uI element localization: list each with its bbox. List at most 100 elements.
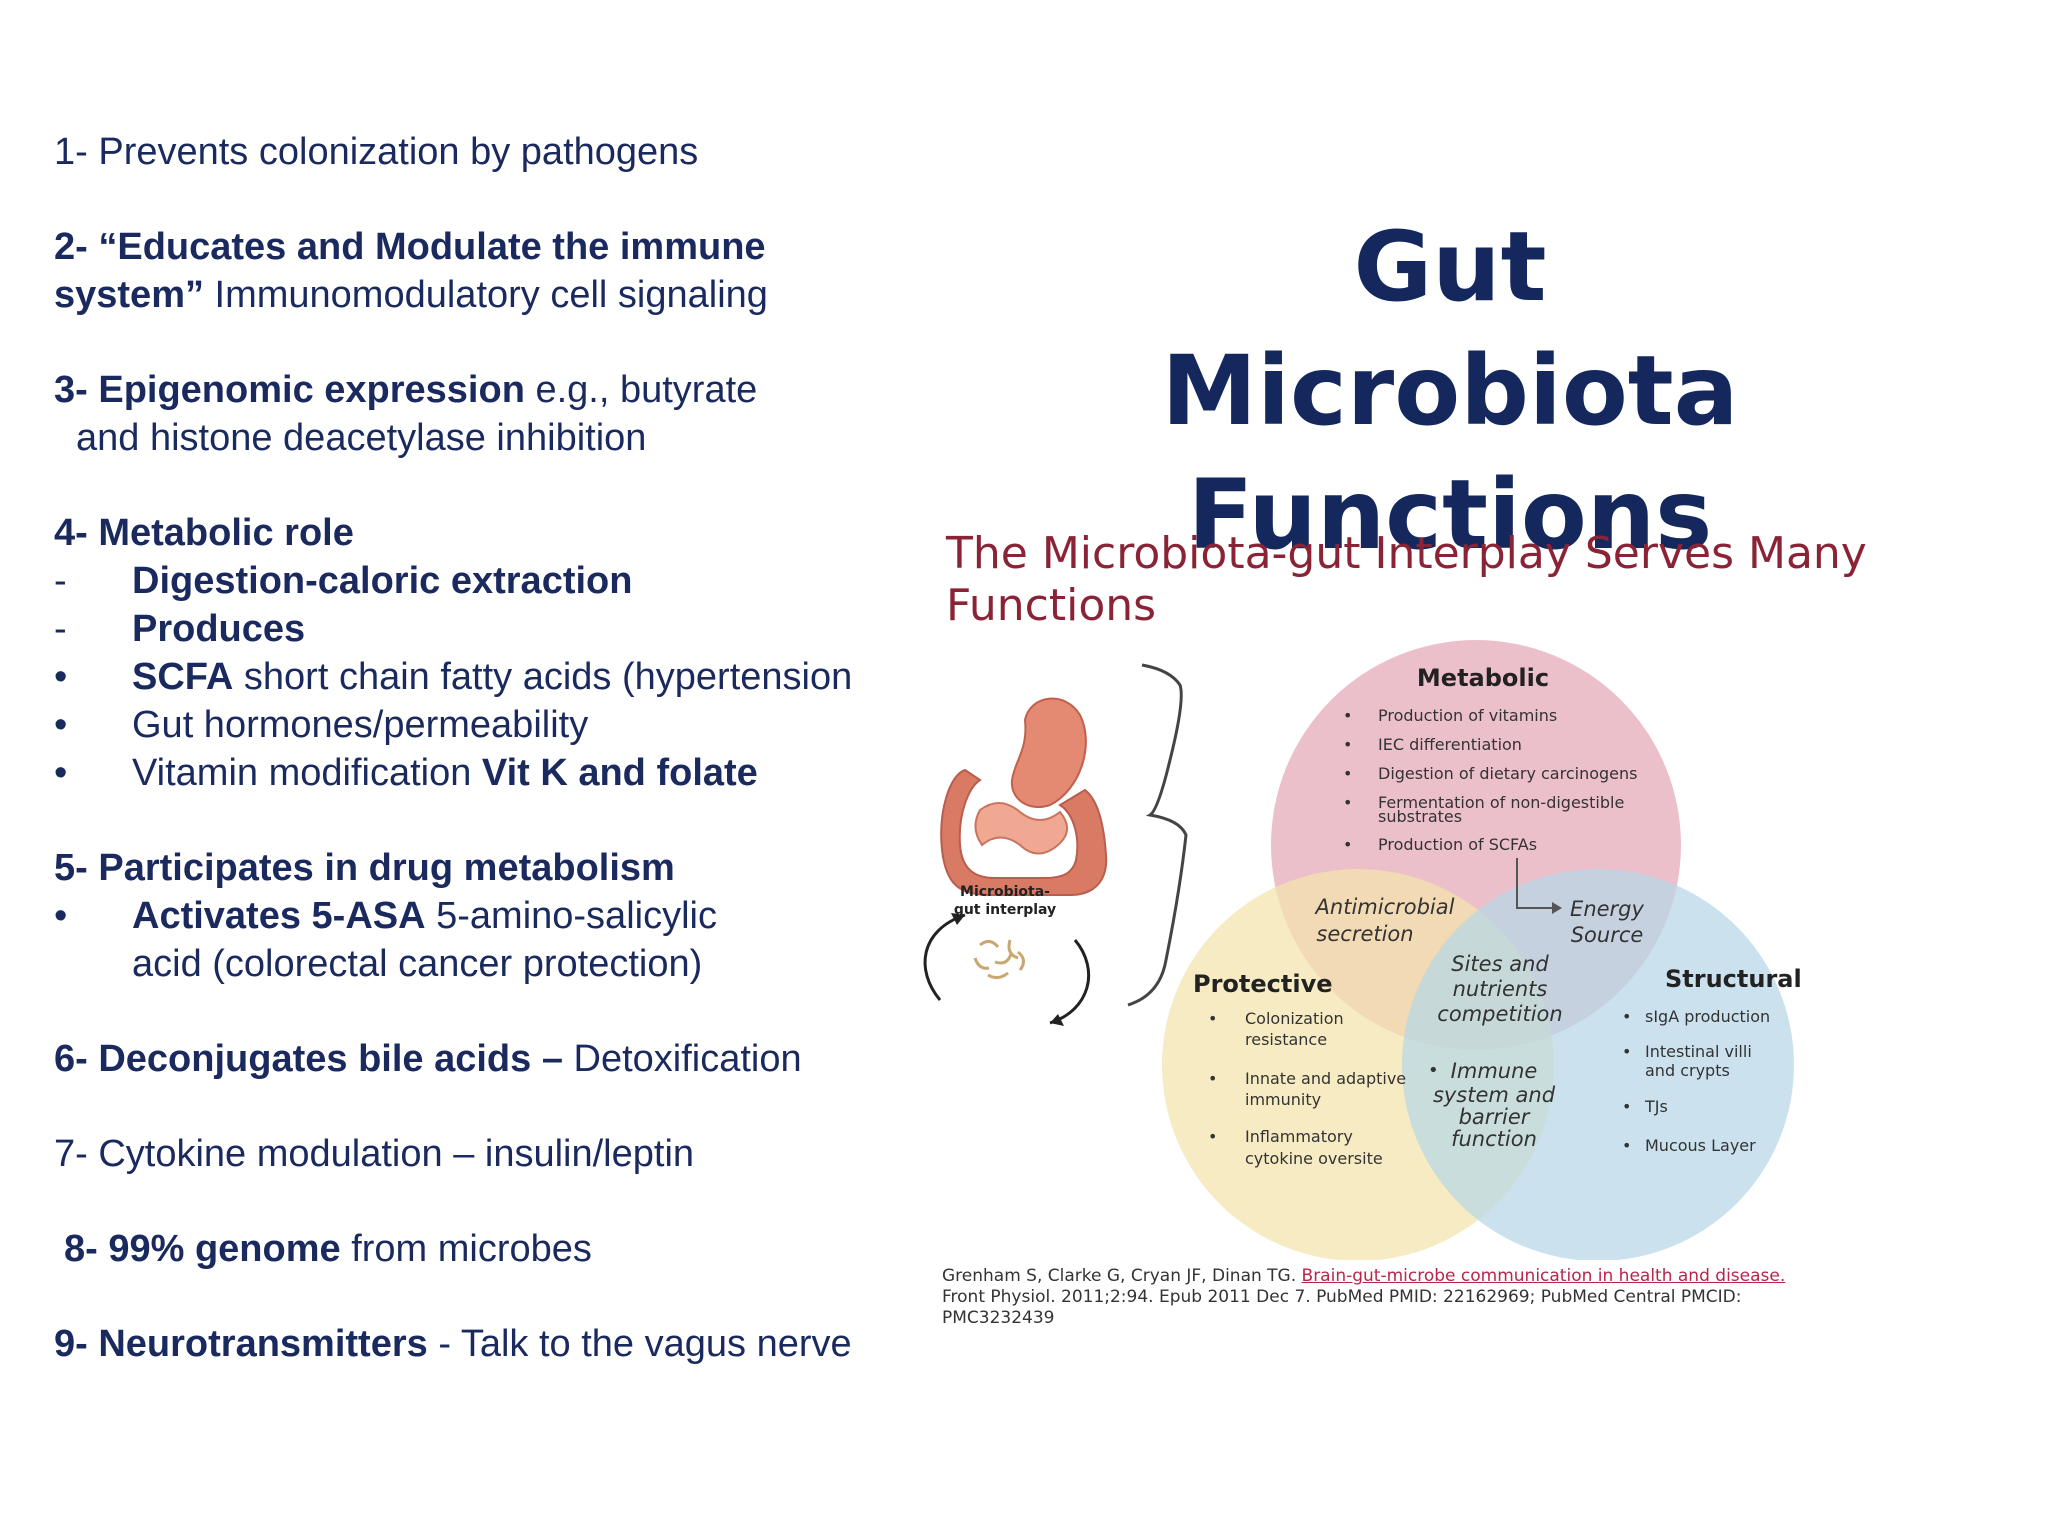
sub-item: -Produces — [54, 605, 914, 653]
list-item-5-head: 5- Participates in drug metabolism — [54, 847, 675, 889]
structural-item: Intestinal villi — [1645, 1042, 1752, 1061]
sub-item-cont: acid (colorectal cancer protection) — [132, 943, 703, 985]
immune-label: Immune — [1451, 1059, 1538, 1083]
sub-item: • SCFA short chain fatty acids (hypertens… — [54, 653, 914, 701]
gut-label-line2: gut interplay — [954, 902, 1056, 918]
list-item-1: 1- Prevents colonization by pathogens — [54, 131, 699, 173]
bullet: • — [1622, 1136, 1631, 1155]
citation: Grenham S, Clarke G, Cryan JF, Dinan TG.… — [942, 1266, 1942, 1329]
bullet: • — [1428, 1060, 1439, 1081]
list-item-2-head-cont: system” — [54, 274, 204, 316]
bullet-marker: • — [54, 895, 68, 937]
microbes-illustration — [973, 939, 1025, 980]
list-item-2-detail: Immunomodulatory cell signaling — [203, 274, 768, 316]
bullet: • — [1343, 764, 1352, 783]
bullet-marker: • — [54, 752, 68, 794]
sub-item-text: 5-amino-salicylic — [425, 895, 717, 937]
immune-label: barrier — [1459, 1105, 1531, 1129]
sub-item-bold: SCFA — [132, 656, 234, 698]
citation-journal: Front Physiol. 2011;2:94. Epub 2011 Dec … — [942, 1287, 1742, 1307]
grouping-bracket — [1127, 663, 1188, 1007]
metabolic-item: Production of vitamins — [1378, 706, 1557, 725]
bullet-marker: • — [54, 656, 68, 698]
sub-item-text: short chain fatty acids (hypertension — [233, 656, 853, 698]
antimicrobial-label: secretion — [1316, 922, 1413, 946]
bullet-marker: • — [54, 704, 68, 746]
protective-heading: Protective — [1193, 970, 1333, 998]
colon-shape — [940, 768, 1108, 896]
gut-label-line1: Microbiota- — [960, 884, 1050, 900]
structural-item: sIgA production — [1645, 1007, 1770, 1026]
citation-pmcid: PMC3232439 — [942, 1308, 1055, 1328]
dash-marker: - — [54, 560, 67, 602]
list-item-3-detail: e.g., butyrate — [524, 369, 758, 411]
energy-label: Energy — [1570, 897, 1644, 921]
list-item-4-head: 4- Metabolic role — [54, 512, 354, 554]
list-item-8: 8- 99% genome from microbes — [54, 1225, 914, 1273]
list-item-2-head: 2- “Educates and Modulate the immune — [54, 226, 766, 268]
protective-item: Colonization — [1245, 1009, 1344, 1028]
antimicrobial-label: Antimicrobial — [1314, 895, 1455, 919]
sub-item-bold: Activates 5-ASA — [132, 895, 426, 937]
list-item-8-detail: from microbes — [340, 1228, 592, 1270]
bullet: • — [1343, 835, 1352, 854]
structural-circle — [1402, 869, 1794, 1260]
list-item-2: 2- “Educates and Modulate the immune sys… — [54, 223, 914, 319]
sub-item-text: Gut hormones/permeability — [132, 704, 589, 746]
interplay-arrow-left — [923, 913, 966, 1001]
arrowhead — [1552, 902, 1562, 914]
sub-item-text: Produces — [132, 608, 306, 650]
list-item-6-detail: Detoxification — [562, 1038, 802, 1080]
bullet: • — [1622, 1097, 1631, 1116]
list-item-9: 9- Neurotransmitters - Talk to the vagus… — [54, 1320, 914, 1368]
list-item-3-head: 3- Epigenomic expression — [54, 369, 525, 411]
sites-label: nutrients — [1453, 977, 1548, 1001]
list-item-8-head: 8- 99% genome — [64, 1228, 341, 1270]
metabolic-item: substrates — [1378, 807, 1462, 826]
bullet: • — [1622, 1042, 1631, 1061]
bullet: • — [1343, 793, 1352, 812]
sub-item-bold: Vit K and folate — [481, 752, 758, 794]
protective-item: Innate and adaptive — [1245, 1069, 1406, 1088]
protective-item: resistance — [1245, 1030, 1327, 1049]
sites-label: Sites and — [1451, 952, 1549, 976]
figure-title-line2: Functions — [946, 580, 1157, 631]
metabolic-heading: Metabolic — [1417, 664, 1549, 692]
sub-item-text: Vitamin modification — [132, 752, 482, 794]
list-item-9-head: 9- Neurotransmitters — [54, 1323, 428, 1365]
list-item-6-head: 6- Deconjugates bile acids – — [54, 1038, 563, 1080]
list-item-7: 7- Cytokine modulation – insulin/leptin — [54, 1133, 695, 1175]
energy-arrow — [1516, 858, 1552, 909]
structural-item: and crypts — [1645, 1061, 1730, 1080]
energy-label: Source — [1571, 923, 1644, 947]
small-intestine-shape — [974, 802, 1068, 855]
protective-item: Inflammatory — [1245, 1127, 1353, 1146]
structural-item: TJs — [1644, 1097, 1668, 1116]
list-item-9-detail: - Talk to the vagus nerve — [427, 1323, 852, 1365]
venn-diagram: Microbiota- gut interplay Metabolic • Pr… — [923, 640, 1802, 1260]
list-item-5: 5- Participates in drug metabolism • Acti… — [54, 844, 914, 988]
immune-label: system and — [1433, 1083, 1556, 1107]
protective-item: cytokine oversite — [1245, 1149, 1383, 1168]
sites-label: competition — [1437, 1002, 1562, 1026]
sub-item: • Activates 5-ASA 5-amino-salicylic — [54, 892, 914, 940]
slide-title-line2: Functions — [1187, 459, 1713, 571]
metabolic-item: Digestion of dietary carcinogens — [1378, 764, 1637, 783]
list-item-6: 6- Deconjugates bile acids – Detoxificat… — [54, 1035, 914, 1083]
bullet: • — [1208, 1009, 1217, 1028]
bullet: • — [1343, 735, 1352, 754]
bullet: • — [1208, 1127, 1217, 1146]
stomach-shape — [1010, 697, 1087, 808]
bullet: • — [1208, 1069, 1217, 1088]
sub-item: • Gut hormones/permeability — [54, 701, 914, 749]
citation-link[interactable]: Brain-gut-microbe communication in healt… — [1301, 1266, 1786, 1286]
bullet: • — [1622, 1007, 1631, 1026]
bullet: • — [1343, 706, 1352, 725]
arrowhead — [951, 913, 965, 925]
immune-label: function — [1451, 1127, 1537, 1151]
slide-title-line1: Gut Microbiota — [1161, 211, 1739, 447]
protective-item: immunity — [1245, 1090, 1321, 1109]
function-list: 1- Prevents colonization by pathogens 2-… — [54, 128, 914, 1415]
structural-item: Mucous Layer — [1645, 1136, 1756, 1155]
figure-title-line1: The Microbiota-gut Interplay Serves Many — [946, 528, 1867, 579]
